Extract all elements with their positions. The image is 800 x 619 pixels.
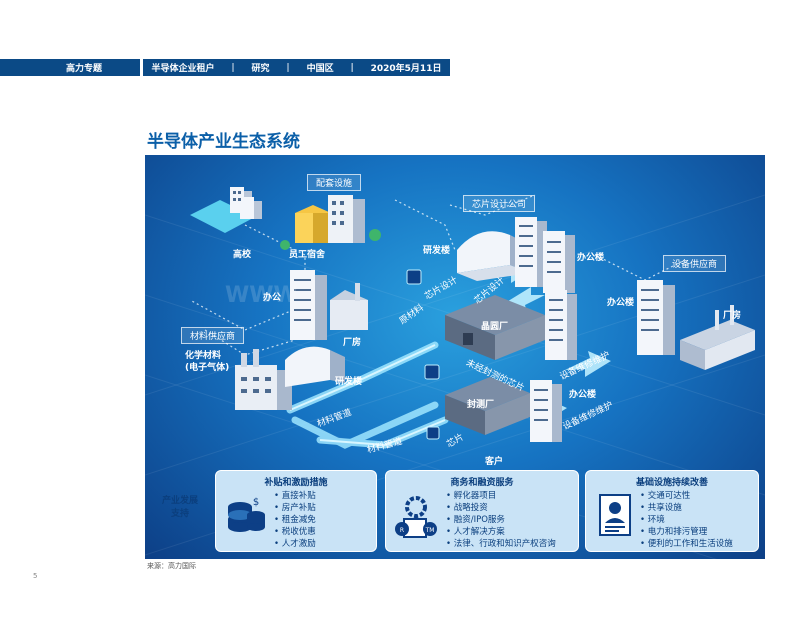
page-title: 半导体产业生态系统 (147, 132, 300, 152)
list-item: • 环境 (640, 515, 665, 525)
pipeline-highlight (289, 344, 446, 447)
page-number: 5 (33, 572, 38, 580)
support-title-line: 产业发展 (161, 496, 198, 506)
office-towers-design (515, 217, 575, 293)
label-university: 高校 (233, 250, 252, 260)
header-item: 半导体企业租户 (151, 64, 215, 74)
office-tower-packaging (530, 380, 562, 442)
panel-title: 商务和融资服务 (450, 478, 514, 488)
svg-text:TM: TM (425, 527, 435, 534)
label-rnd-1: 研发楼 (423, 246, 451, 256)
ecosystem-diagram: WWW 配套设施 芯片设计公司 设备供应商 材料供应商 高校 员工宿舍 研发楼 … (145, 155, 765, 559)
office-tower-fab (545, 290, 577, 360)
label-factory-1: 厂房 (343, 338, 362, 348)
equipment-supplier-buildings (637, 280, 755, 370)
tag-materials: 材料供应商 (181, 327, 245, 344)
label-wafer-fab: 晶圆厂 (481, 322, 509, 332)
header-section-label: 高力专题 (0, 59, 140, 76)
panel-business-finance: R TM 商务和融资服务 • 孵化器项目 • 战略投资 • 融资/IPO服务 •… (385, 470, 579, 552)
list-item: • 便利的工作和生活设施 (640, 539, 733, 549)
support-title: 产业发展 支持 (155, 495, 205, 521)
label-office-3: 办公楼 (607, 298, 635, 308)
university-building (190, 187, 262, 233)
list-item: • 电力和排污管理 (640, 527, 708, 537)
header-breadcrumb: 半导体企业租户 | 研究 | 中国区 | 2020年5月11日 (143, 59, 450, 76)
label-customer: 客户 (485, 457, 504, 467)
panel-subsidies: $ 补贴和激励措施 • 直接补贴 • 房产补贴 • 租金减免 • 税收优惠 • … (215, 470, 377, 552)
label-office-1: 办公楼 (577, 253, 605, 263)
list-item: • 人才激励 (274, 539, 316, 549)
list-item: • 战略投资 (446, 503, 488, 513)
label-factory-2: 厂房 (723, 311, 742, 321)
svg-text:R: R (400, 527, 404, 534)
header-item: 中国区 (306, 64, 334, 74)
chip-icons (406, 269, 440, 440)
header-separator: | (231, 62, 235, 73)
label-staff-dorm: 员工宿舍 (289, 250, 326, 260)
support-title-line: 支持 (170, 509, 189, 519)
panel-infrastructure: 基础设施持续改善 • 交通可达性 • 共享设施 • 环境 • 电力和排污管理 •… (585, 470, 759, 552)
header-item: 2020年5月11日 (370, 64, 442, 74)
panel-list: • 直接补贴 • 房产补贴 • 租金减免 • 税收优惠 • 人才激励 (274, 490, 316, 550)
list-item: • 融资/IPO服务 (446, 515, 505, 525)
office-tower-left (290, 270, 368, 340)
header-separator: | (286, 62, 290, 73)
header-separator: | (350, 62, 354, 73)
list-item: • 共享设施 (640, 503, 682, 513)
svg-text:$: $ (253, 497, 259, 508)
tag-facilities: 配套设施 (307, 174, 362, 191)
panel-title: 补贴和激励措施 (264, 478, 328, 488)
tag-equipment: 设备供应商 (663, 255, 727, 272)
dormitory-building (280, 195, 381, 250)
list-item: • 直接补贴 (274, 491, 316, 501)
tag-chip-design: 芯片设计公司 (463, 195, 536, 212)
header-item: 研究 (251, 64, 270, 74)
diagram-graphics (145, 187, 765, 559)
materials-supplier-buildings (235, 346, 345, 410)
list-item: • 孵化器项目 (446, 491, 497, 501)
packaging-plant-building (445, 377, 530, 435)
label-rnd-2: 研发楼 (335, 377, 363, 387)
list-item: • 租金减免 (274, 515, 316, 525)
label-office-4: 办公楼 (569, 390, 597, 400)
label-chemical-2: (电子气体) (185, 363, 230, 373)
list-item: • 房产补贴 (274, 503, 316, 513)
list-item: • 交通可达性 (640, 491, 691, 501)
list-item: • 法律、行政和知识产权咨询 (446, 539, 556, 549)
profile-document-icon (599, 494, 631, 536)
label-packaging: 封测厂 (467, 400, 495, 410)
wafer-fab-building (445, 295, 545, 360)
list-item: • 税收优惠 (274, 527, 316, 537)
watermark: WWW (225, 283, 298, 308)
dotted-connectors (189, 194, 686, 356)
panel-list: • 孵化器项目 • 战略投资 • 融资/IPO服务 • 人才解决方案 • 法律、… (446, 490, 556, 550)
coins-icon: $ (228, 497, 265, 532)
label-office-2: 办公 (263, 293, 282, 303)
header-left-text: 高力专题 (65, 64, 102, 74)
source-note: 来源：高力国际 (147, 562, 196, 570)
gear-certificate-icon: R TM (395, 496, 437, 538)
panel-list: • 交通可达性 • 共享设施 • 环境 • 电力和排污管理 • 便利的工作和生活… (640, 490, 733, 550)
panel-title: 基础设施持续改善 (635, 478, 708, 488)
list-item: • 人才解决方案 (446, 527, 505, 537)
label-chemical-1: 化学材料 (185, 351, 222, 361)
